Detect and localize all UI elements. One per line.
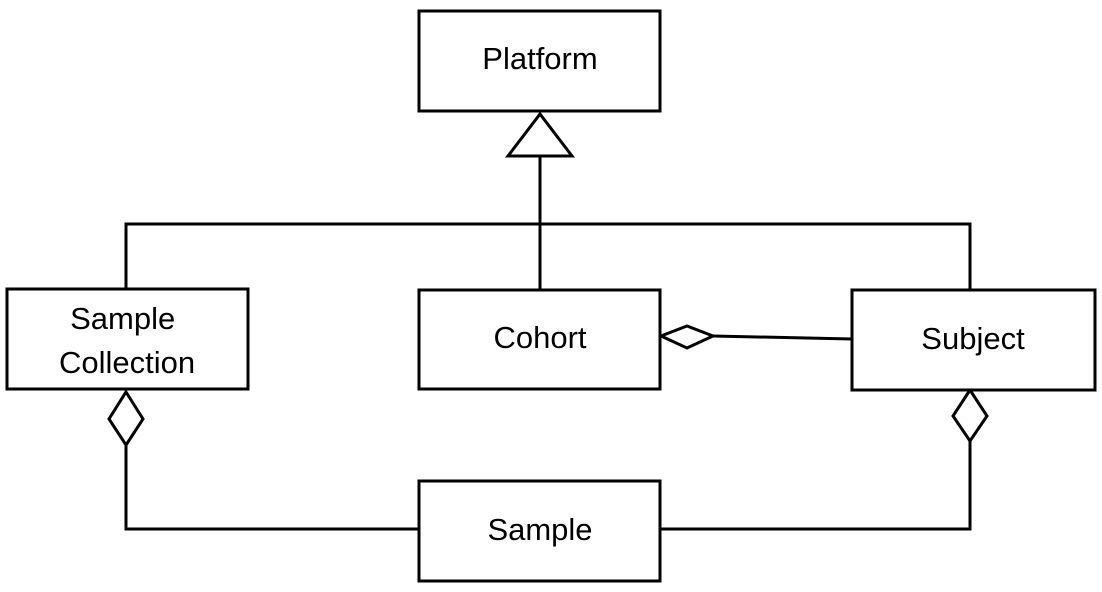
subject-aggregation-diamond-icon xyxy=(951,387,989,444)
class-sample-collection-label: Sample Collection xyxy=(59,301,195,380)
cohort-aggregation-diamond-icon xyxy=(657,324,717,350)
sample-collection-sample-line xyxy=(124,445,420,531)
class-sample-label: Sample xyxy=(487,512,592,547)
generalization-connectors xyxy=(124,156,972,290)
class-platform[interactable]: Platform xyxy=(417,9,662,113)
class-cohort[interactable]: Cohort xyxy=(417,288,662,391)
class-sample-collection-label-line1: Sample xyxy=(70,301,175,336)
class-platform-label: Platform xyxy=(482,41,597,76)
class-sample-collection-label-line2: Collection xyxy=(59,345,195,380)
class-cohort-label: Cohort xyxy=(493,320,586,355)
class-sample-collection-box xyxy=(5,287,250,391)
cohort-subject-line xyxy=(712,334,853,341)
subject-sample-line xyxy=(660,441,972,531)
class-subject-box xyxy=(850,288,1097,392)
class-cohort-box xyxy=(417,288,662,391)
class-sample-box xyxy=(417,479,662,583)
class-sample-collection[interactable]: Sample Collection xyxy=(5,287,250,391)
class-subject-label: Subject xyxy=(921,321,1025,356)
class-subject[interactable]: Subject xyxy=(850,288,1097,392)
class-sample[interactable]: Sample xyxy=(417,479,662,583)
sample-collection-aggregation-diamond-icon xyxy=(107,389,145,448)
aggregation-connectors xyxy=(124,334,972,531)
generalization-triangle-icon xyxy=(504,111,576,158)
class-platform-box xyxy=(417,9,662,113)
